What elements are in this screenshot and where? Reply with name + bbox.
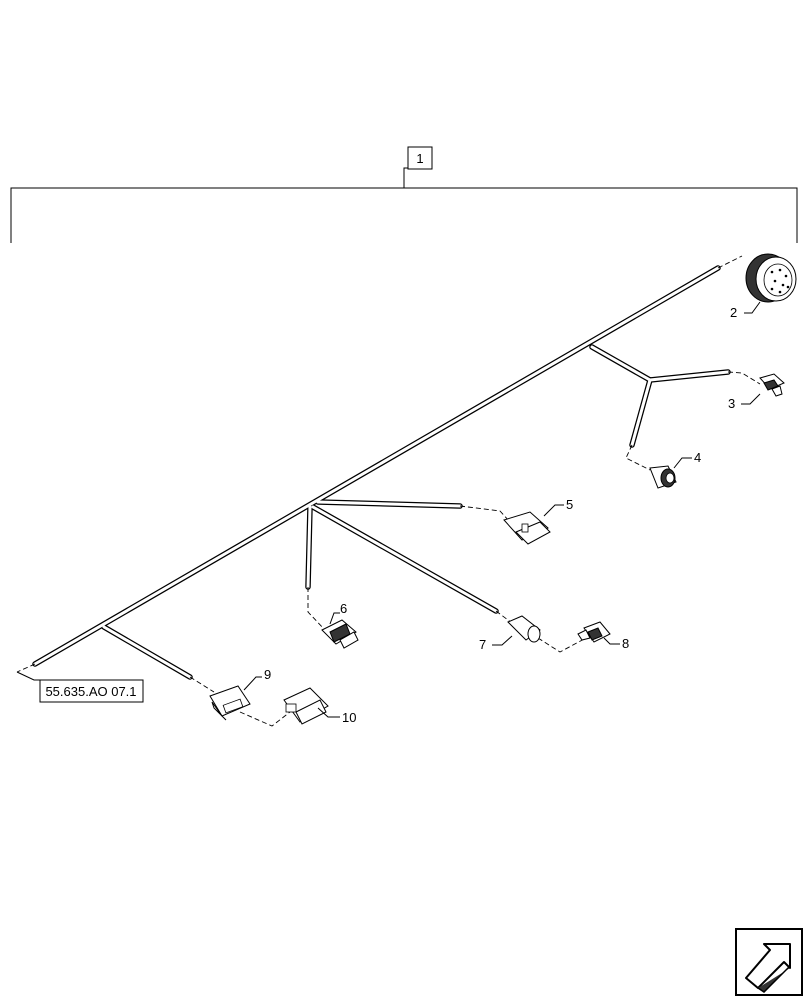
callout-6[interactable]: 6 [340,601,347,616]
callout-2[interactable]: 2 [730,305,737,320]
connector-6[interactable] [321,619,359,649]
callout-7[interactable]: 7 [479,637,486,652]
connector-7[interactable] [507,615,541,643]
callout-4[interactable]: 4 [694,450,701,465]
reference-link-box[interactable]: 55.635.AO 07.1 [16,671,144,703]
callout-3[interactable]: 3 [728,396,735,411]
reference-text: 55.635.AO 07.1 [45,684,136,699]
svg-text:1: 1 [416,151,423,166]
harness-bracket [10,167,798,243]
connector-3[interactable] [759,373,785,397]
connector-2-round-plug[interactable] [745,253,797,303]
connector-10[interactable] [283,687,329,725]
callout-leaders [243,301,761,718]
connector-5[interactable] [503,511,551,545]
callout-9[interactable]: 9 [264,667,271,682]
callout-8[interactable]: 8 [622,636,629,651]
connector-8[interactable] [577,621,611,643]
callout-10[interactable]: 10 [342,710,356,725]
dashed-connection-lines [16,255,761,727]
connector-4[interactable] [649,465,677,489]
callout-5[interactable]: 5 [566,497,573,512]
connector-9[interactable] [209,685,251,721]
callout-1[interactable]: 1 [407,146,433,170]
harness-wires [32,265,731,680]
next-page-arrow-icon[interactable] [735,928,803,996]
